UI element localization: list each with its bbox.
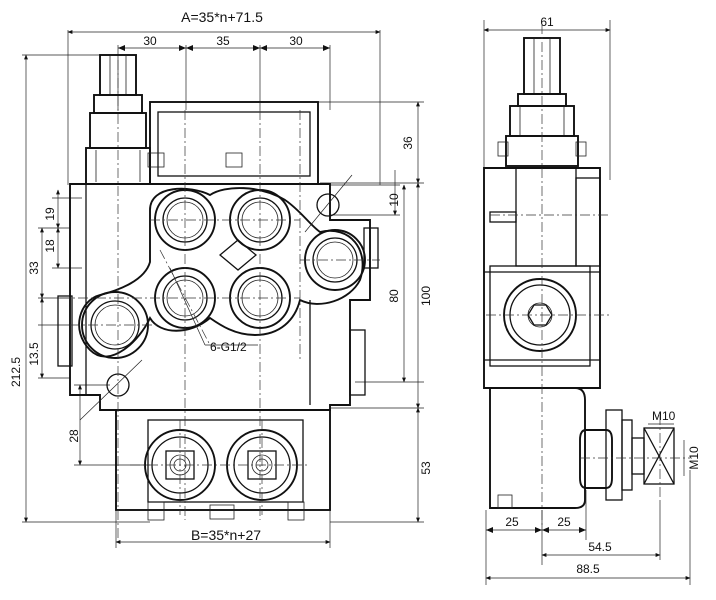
dimension-212-5: 212.5 <box>9 54 150 523</box>
dimension-80: 80 <box>355 184 424 383</box>
dim-100: 100 <box>419 286 433 306</box>
dim-b-label: B=35*n+27 <box>191 527 261 543</box>
dim-13-5: 13.5 <box>27 342 41 366</box>
port-callout-label: 6-G1/2 <box>210 340 247 354</box>
dimension-88-5: 88.5 <box>485 470 691 585</box>
dim-35: 35 <box>216 34 230 48</box>
port-callout: 6-G1/2 <box>169 267 258 354</box>
dim-25-right: 25 <box>557 515 571 529</box>
dimension-100: 100 <box>330 182 433 409</box>
dimension-54-5: 54.5 <box>541 500 661 560</box>
dim-88-5: 88.5 <box>576 562 600 576</box>
dim-61: 61 <box>540 15 554 29</box>
dim-212-5: 212.5 <box>9 357 23 387</box>
dim-18: 18 <box>43 239 57 253</box>
dimension-19: 19 <box>43 189 82 229</box>
dimension-61: 61 <box>483 15 611 180</box>
dimension-36: 36 <box>300 101 424 184</box>
dimension-25-25: 25 25 <box>485 490 587 585</box>
port-contour <box>78 187 364 358</box>
side-view: 61 <box>483 15 701 585</box>
center-diamond <box>218 239 258 271</box>
dim-33: 33 <box>27 261 41 275</box>
dim-19: 19 <box>43 207 57 221</box>
front-view: A=35*n+71.5 30 35 30 212.5 33 <box>9 9 433 548</box>
dim-m10-side: M10 <box>687 446 701 470</box>
dim-a-label: A=35*n+71.5 <box>181 9 263 25</box>
dimension-b: B=35*n+27 <box>115 500 331 548</box>
dim-53: 53 <box>419 461 433 475</box>
side-centerlines <box>486 24 690 525</box>
dimension-13-5: 13.5 <box>27 297 70 379</box>
dimension-spool-pitch: 30 35 30 <box>117 34 331 110</box>
dim-m10-top: M10 <box>652 409 676 423</box>
lower-spool-section <box>115 409 331 521</box>
dim-54-5: 54.5 <box>588 540 612 554</box>
front-centerlines <box>60 60 380 540</box>
dim-30-left: 30 <box>143 34 157 48</box>
top-cap <box>147 101 319 185</box>
dim-25-left: 25 <box>505 515 519 529</box>
mounting-hole-bottom <box>79 359 143 421</box>
side-connector: M10 M10 <box>579 409 701 501</box>
dim-30-right: 30 <box>289 34 303 48</box>
side-body <box>483 167 601 389</box>
valve-body <box>57 183 379 411</box>
dim-10: 10 <box>387 193 401 207</box>
dimension-18: 18 <box>43 227 82 269</box>
dimension-28: 28 <box>67 384 150 466</box>
dim-36: 36 <box>401 136 415 150</box>
dimension-33: 33 <box>27 227 70 299</box>
dim-80: 80 <box>387 289 401 303</box>
dimension-10: 10 <box>330 170 401 216</box>
side-lower-housing <box>489 387 586 509</box>
mounting-hole-top <box>304 174 353 233</box>
dimension-53: 53 <box>330 407 433 523</box>
dimension-a: A=35*n+71.5 <box>67 9 381 185</box>
dim-28: 28 <box>67 429 81 443</box>
